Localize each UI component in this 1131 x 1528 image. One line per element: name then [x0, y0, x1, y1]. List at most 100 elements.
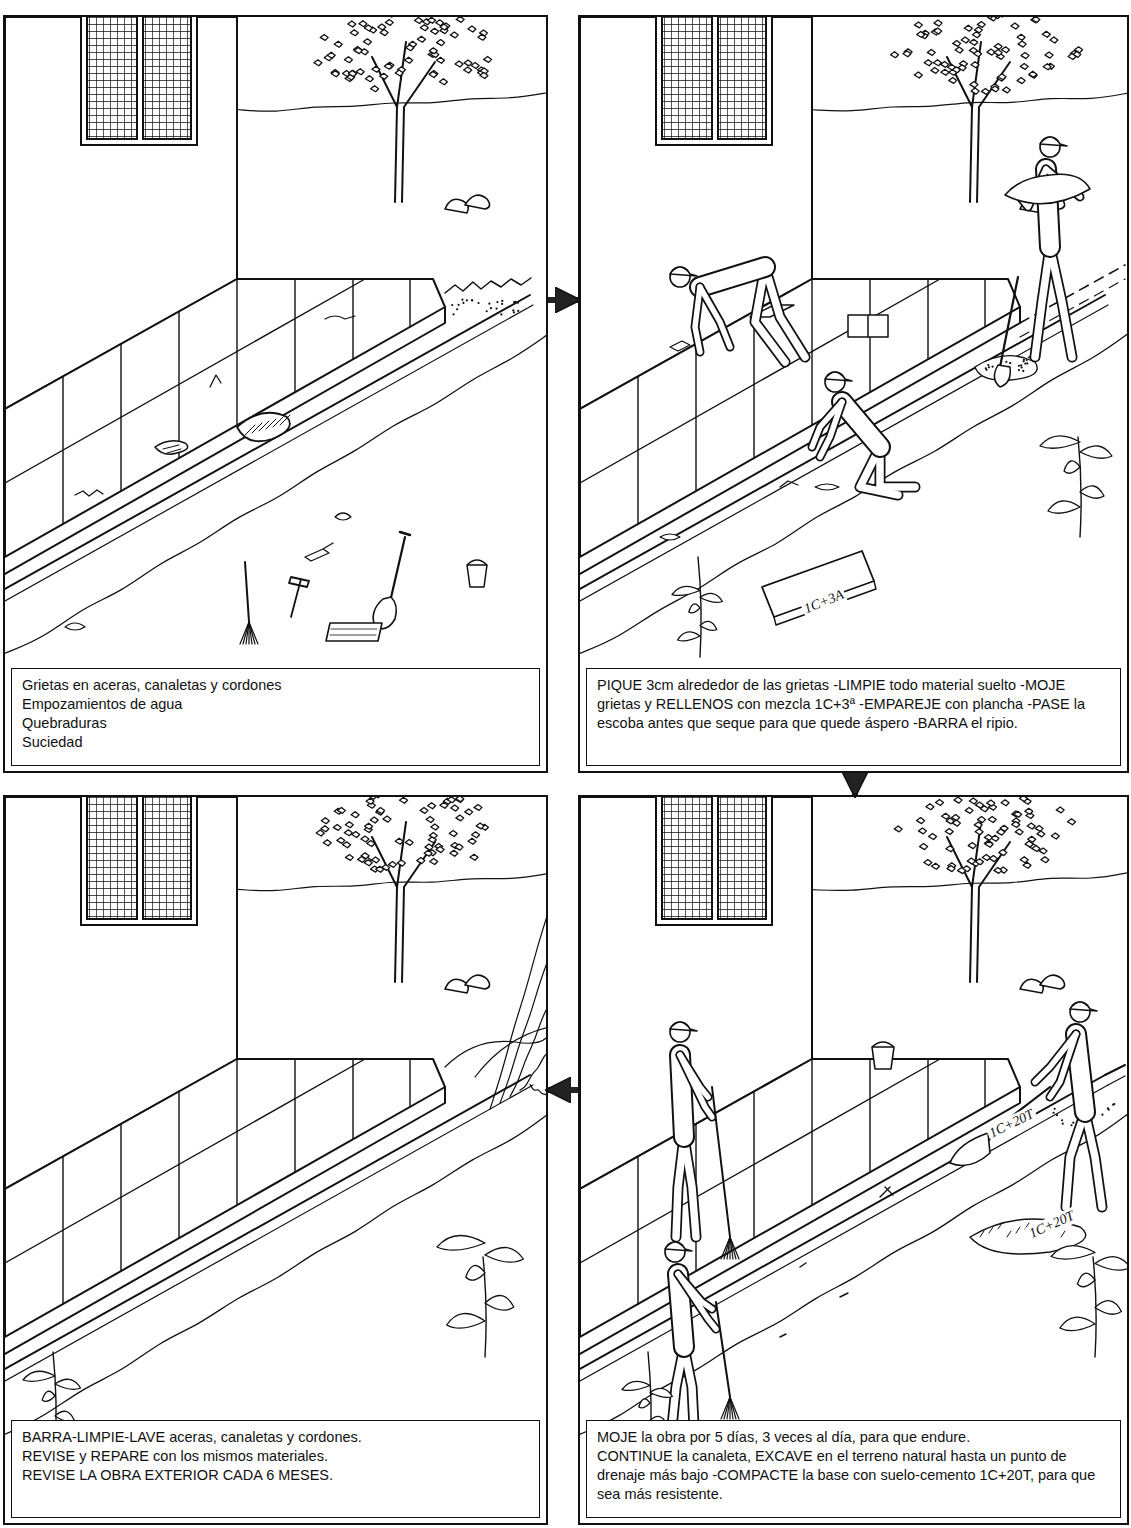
line-art [236, 1059, 237, 1205]
line-art [468, 838, 476, 844]
illustrations [5, 11, 1131, 1452]
line-art [684, 1137, 696, 1237]
line-art [842, 402, 880, 447]
line-art [639, 1399, 650, 1408]
line-art [120, 344, 121, 491]
line-art [344, 830, 352, 836]
line-art [439, 79, 447, 85]
line-art [941, 69, 949, 75]
line-art [637, 1157, 638, 1305]
line-art [1043, 64, 1051, 70]
step-panel: Grietas en aceras, canaletas y cordonesE… [3, 15, 548, 773]
line-art [985, 369, 987, 371]
caption-text: PIQUE 3cm alrededor de las grietas -LIMP… [597, 676, 1110, 733]
line-art [1035, 825, 1043, 831]
line-art [712, 1087, 730, 1237]
line-art [397, 860, 405, 866]
line-art [316, 830, 324, 836]
line-art [924, 860, 932, 866]
line-art [684, 1347, 694, 1427]
line-art [383, 816, 391, 822]
line-art [1020, 979, 1043, 993]
line-art [724, 1397, 730, 1419]
line-art [120, 1124, 121, 1271]
caption-text: CONTINUE la canaleta, EXCAVE en el terre… [597, 1447, 1110, 1504]
line-art [352, 832, 360, 838]
line-art [842, 402, 880, 447]
line-art [981, 88, 989, 94]
line-art [517, 310, 519, 312]
line-art [1029, 71, 1037, 77]
line-art [495, 307, 497, 309]
line-art [429, 48, 437, 54]
line-art [486, 310, 488, 312]
line-art [947, 866, 955, 872]
line-art [670, 1022, 697, 1031]
line-art [178, 1092, 179, 1239]
line-art [477, 302, 479, 304]
line-art [718, 17, 766, 139]
flow-arrow [548, 297, 578, 303]
step-panel: PIQUE 3cm alrededor de las grietas -LIMP… [578, 15, 1129, 773]
line-art [372, 42, 435, 202]
line-art [245, 562, 249, 622]
line-art [420, 807, 428, 813]
line-art [485, 1295, 514, 1310]
line-art [994, 867, 1002, 873]
line-art [321, 818, 329, 824]
line-art [1062, 1123, 1064, 1125]
line-art [280, 415, 290, 425]
line-art [325, 316, 355, 319]
line-art [662, 17, 712, 139]
line-art [320, 34, 328, 40]
line-art [143, 17, 191, 139]
line-art [684, 1347, 694, 1427]
line-art [429, 72, 437, 78]
line-art [321, 826, 329, 832]
line-art [1025, 841, 1033, 847]
line-art [337, 807, 345, 813]
line-art [580, 1075, 1105, 1369]
line-art [969, 47, 977, 53]
line-art [496, 301, 498, 303]
line-art [365, 823, 373, 829]
line-art [680, 1055, 712, 1117]
line-art [465, 195, 490, 209]
line-art [848, 315, 888, 337]
flow-arrow [548, 1087, 578, 1093]
line-art [670, 267, 697, 276]
line-art [437, 57, 445, 63]
line-art [1037, 831, 1045, 837]
line-art [672, 1347, 684, 1427]
line-art [1005, 174, 1090, 203]
line-art [468, 26, 476, 32]
line-art [294, 279, 295, 392]
line-art [5, 1059, 365, 1263]
line-art [252, 423, 262, 433]
line-art [991, 366, 993, 368]
line-art [927, 49, 935, 55]
line-art [1035, 247, 1050, 357]
line-art [700, 287, 730, 347]
line-art [417, 858, 425, 864]
line-art [984, 279, 985, 327]
caption-box: BARRA-LIMPIE-LAVE aceras, canaletas y co… [11, 1420, 540, 1518]
caption-text: MOJE la obra por 5 días, 3 veces al día,… [597, 1428, 1110, 1447]
line-art [1022, 370, 1024, 372]
caption-text: BARRA-LIMPIE-LAVE aceras, canaletas y co… [22, 1428, 529, 1447]
line-art [945, 829, 953, 835]
line-art [445, 199, 468, 213]
line-art [1108, 1076, 1125, 1085]
line-art [700, 621, 717, 630]
line-art [984, 840, 992, 846]
line-art [665, 1242, 692, 1251]
line-art [662, 797, 712, 919]
line-art [5, 279, 365, 483]
line-art [377, 808, 385, 814]
line-art [450, 850, 458, 856]
line-art [501, 300, 503, 302]
line-art [490, 907, 546, 1110]
line-art [918, 828, 926, 834]
line-art [982, 855, 990, 861]
line-art [520, 1051, 546, 1090]
